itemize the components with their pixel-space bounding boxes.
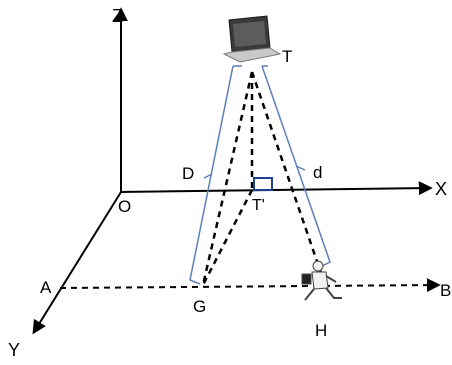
laptop-icon <box>222 15 282 63</box>
label-d-lower: d <box>313 163 322 182</box>
label-t-prime: T' <box>252 197 265 214</box>
label-a: A <box>40 278 52 297</box>
label-d-upper: D <box>182 164 194 183</box>
label-o: O <box>118 197 131 216</box>
brace-d-lower-tip <box>295 165 306 171</box>
line-t-to-g <box>201 71 254 286</box>
label-h: H <box>315 321 327 340</box>
label-b: B <box>440 281 451 300</box>
label-y: Y <box>8 340 20 360</box>
right-angle-marker <box>253 177 273 191</box>
label-t: T <box>282 47 292 66</box>
label-z: Z <box>112 6 123 26</box>
brace-d-lower <box>261 65 331 267</box>
label-x: X <box>435 179 447 199</box>
line-t-prime-to-g <box>201 189 254 286</box>
brace-d <box>189 65 242 285</box>
ground-line-ab <box>59 278 441 293</box>
line-t-to-h <box>250 71 324 277</box>
y-axis <box>32 191 122 335</box>
label-g: G <box>193 297 206 316</box>
brace-d-tip <box>203 173 213 179</box>
x-axis <box>120 181 433 196</box>
person-icon <box>301 260 342 301</box>
